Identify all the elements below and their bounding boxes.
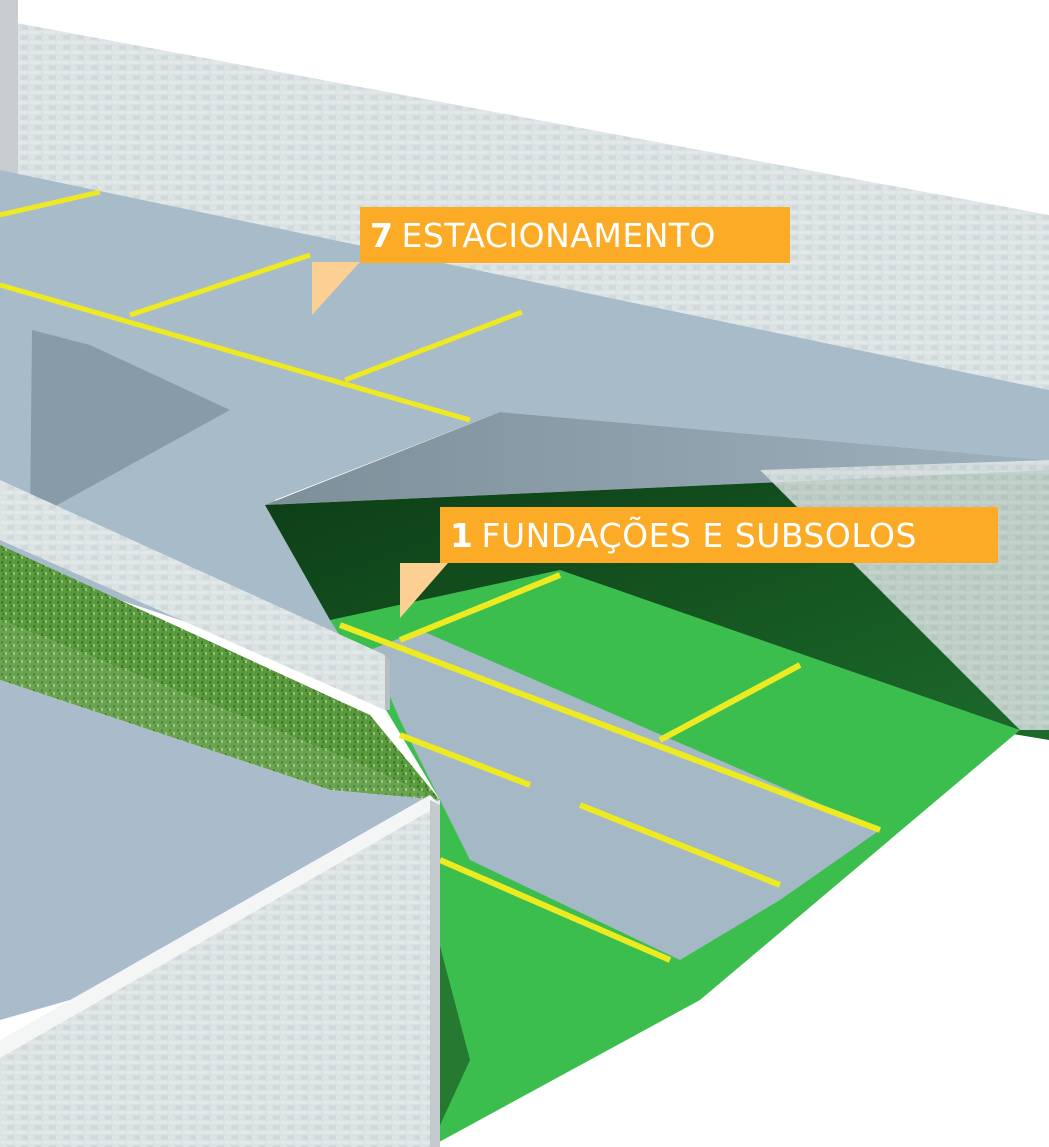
- label-tail-fundacoes: [400, 563, 448, 618]
- callout-text: ESTACIONAMENTO: [401, 215, 717, 255]
- label-tail-estacionamento: [312, 262, 360, 315]
- lower-parking-floor: [0, 680, 440, 1020]
- upper-parking-floor: [0, 170, 1049, 680]
- upper-parking-lines: [0, 189, 523, 423]
- back-wall: [0, 20, 1049, 390]
- callout-number: 7: [370, 215, 394, 255]
- divider-wall-top: [0, 480, 385, 710]
- callout-estacionamento: 7 ESTACIONAMENTO: [360, 207, 790, 263]
- subsoil-parking-lines: [338, 572, 882, 963]
- front-wall: [0, 800, 440, 1147]
- grass-strip: [0, 540, 440, 800]
- callout-number: 1: [450, 515, 474, 555]
- left-pillar: [0, 0, 18, 175]
- subsoil-lane: [370, 630, 880, 960]
- callout-text: FUNDAÇÕES E SUBSOLOS: [481, 515, 917, 555]
- callout-fundacoes: 1 FUNDAÇÕES E SUBSOLOS: [440, 507, 998, 563]
- ramp-slab: [265, 412, 1049, 505]
